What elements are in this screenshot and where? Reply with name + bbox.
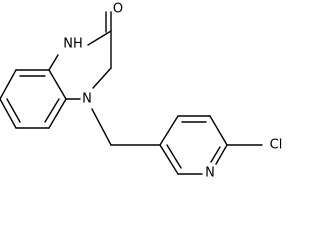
atom-chlorine-label: Cl — [270, 138, 283, 153]
bond-pyr-double-3 — [166, 144, 182, 169]
bond-pyr-c6-n — [215, 144, 228, 165]
bond-pyr-c5-c6 — [209, 115, 228, 146]
bond-benzene-double-2 — [6, 98, 21, 123]
bond-c8a-n1 — [48, 54, 59, 71]
bond-pyr-c2-c3 — [159, 144, 179, 175]
quinoxalinone-chloropyridine-structure: O NH N N Cl — [0, 2, 282, 181]
bond-benzene-1 — [48, 69, 67, 100]
bond-c3-n4 — [92, 67, 112, 89]
bond-n1-c2 — [87, 30, 112, 46]
atom-nh-label: NH — [63, 37, 83, 52]
atom-labels: O NH N N Cl — [63, 2, 282, 181]
bond-benzene-2 — [48, 98, 67, 129]
atom-oxygen-label: O — [113, 2, 123, 17]
bond-n4-ch2 — [91, 108, 112, 146]
bond-benzene-double-3 — [44, 98, 60, 123]
bond-benzene-4 — [0, 98, 17, 129]
atom-n-ring-label: N — [82, 92, 92, 107]
bond-pyr-double-2 — [210, 146, 221, 163]
bond-lines — [0, 11, 263, 175]
bond-benzene-5 — [0, 69, 17, 100]
bond-pyr-c3-c4 — [159, 115, 179, 146]
atom-n-pyridine-label: N — [205, 166, 215, 181]
